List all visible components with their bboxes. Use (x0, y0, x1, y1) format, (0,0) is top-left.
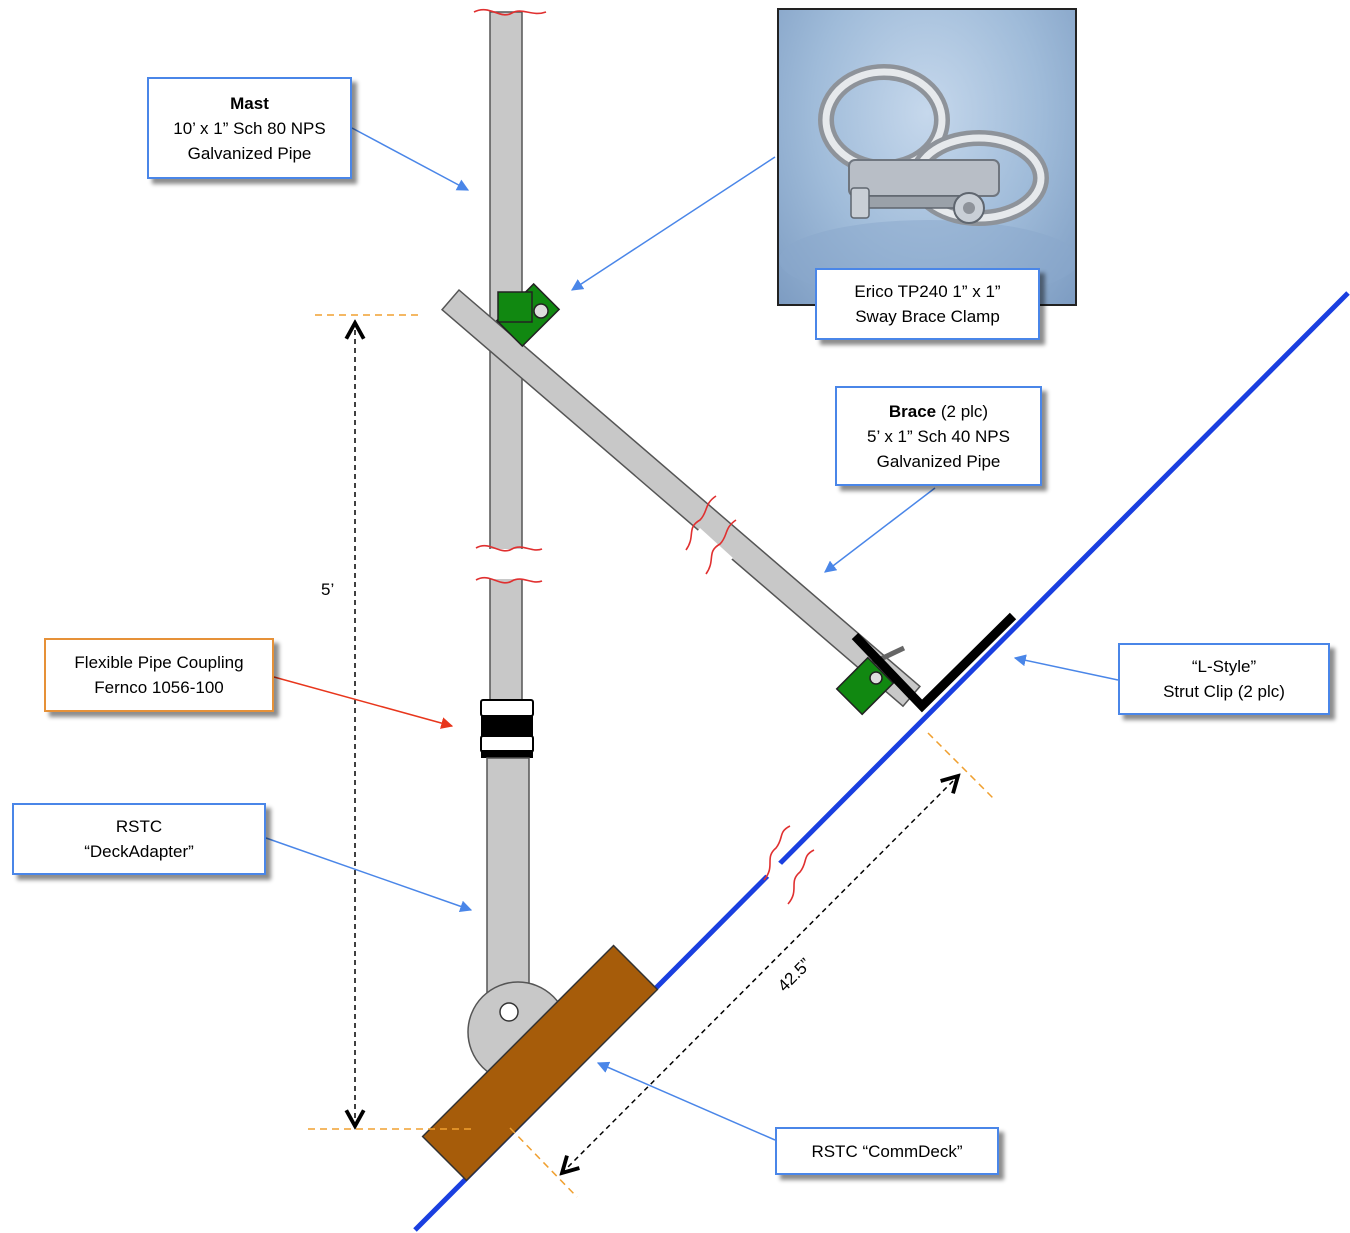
deck-adapter-brand: RSTC (115, 817, 163, 836)
mast-callout: Mast 10’ x 1” Sch 80 NPS Galvanized Pipe (147, 77, 352, 179)
deck-adapter-name: “DeckAdapter” (84, 842, 194, 861)
deck-adapter-pipe (486, 757, 530, 1009)
mast-spec: 10’ x 1” Sch 80 NPS (173, 118, 326, 138)
strut-clip-leader-arrow (1013, 654, 1119, 681)
deck-adapter-callout: RSTC “DeckAdapter” (12, 803, 266, 875)
flexible-coupling (480, 699, 534, 758)
commdeck-block (421, 944, 659, 1182)
coupling-leader-arrow (273, 676, 454, 729)
brace-callout: Brace (2 plc) 5’ x 1” Sch 40 NPS Galvani… (835, 386, 1042, 486)
mast-title: Mast (230, 93, 269, 113)
mast-break-line-top (475, 544, 543, 552)
guide-line-strut (927, 732, 996, 801)
commdeck-name: RSTC “CommDeck” (811, 1141, 963, 1161)
clamp-photo-illustration (779, 64, 1075, 300)
clamp-description: Sway Brace Clamp (855, 307, 1000, 326)
coupling-model: Fernco 1056-100 (94, 678, 224, 697)
brace-material: Galvanized Pipe (876, 451, 1001, 471)
coupling-callout: Flexible Pipe Coupling Fernco 1056-100 (44, 638, 274, 712)
dimension-label-vertical: 5’ (321, 580, 335, 599)
brace-break-gap (684, 528, 733, 575)
guide-line-deck (509, 1127, 578, 1198)
brace-break-line-upper (685, 495, 717, 551)
strut-clip-callout: “L-Style” Strut Clip (2 plc) (1118, 643, 1330, 715)
brace-leader-arrow (824, 487, 936, 573)
strut-clip-description: Strut Clip (2 plc) (1163, 682, 1285, 701)
clamp-leader-arrow (570, 156, 776, 291)
deck-adapter-bolt-hole (499, 1002, 519, 1022)
brace-title: Brace (888, 401, 937, 421)
mast-break-line-bottom (475, 576, 543, 584)
roof-break-gap (762, 860, 806, 897)
l-style-strut-clip (851, 612, 1017, 713)
brace-spec: 5’ x 1” Sch 40 NPS (867, 426, 1010, 446)
mast-break-gap (484, 549, 528, 579)
commdeck-leader-arrow (596, 1061, 776, 1141)
brace-break-line-lower (705, 519, 737, 575)
deck-adapter-leader-arrow (265, 837, 473, 913)
clamp-callout: Erico TP240 1” x 1” Sway Brace Clamp (815, 268, 1040, 340)
mast-top-break-line (473, 8, 547, 16)
sway-brace-clamp-top (495, 282, 561, 348)
brace-title-suffix: (2 plc) (936, 401, 989, 421)
mast-material: Galvanized Pipe (187, 143, 312, 163)
sway-brace-clamp-photo (777, 8, 1077, 306)
clamp-model: Erico TP240 1” x 1” (854, 282, 1001, 301)
coupling-name: Flexible Pipe Coupling (74, 653, 244, 672)
commdeck-callout: RSTC “CommDeck” (775, 1127, 999, 1175)
strut-clip-style: “L-Style” (1191, 657, 1257, 676)
mast-leader-arrow (351, 127, 470, 191)
dimension-arrow-diagonal (567, 781, 953, 1168)
